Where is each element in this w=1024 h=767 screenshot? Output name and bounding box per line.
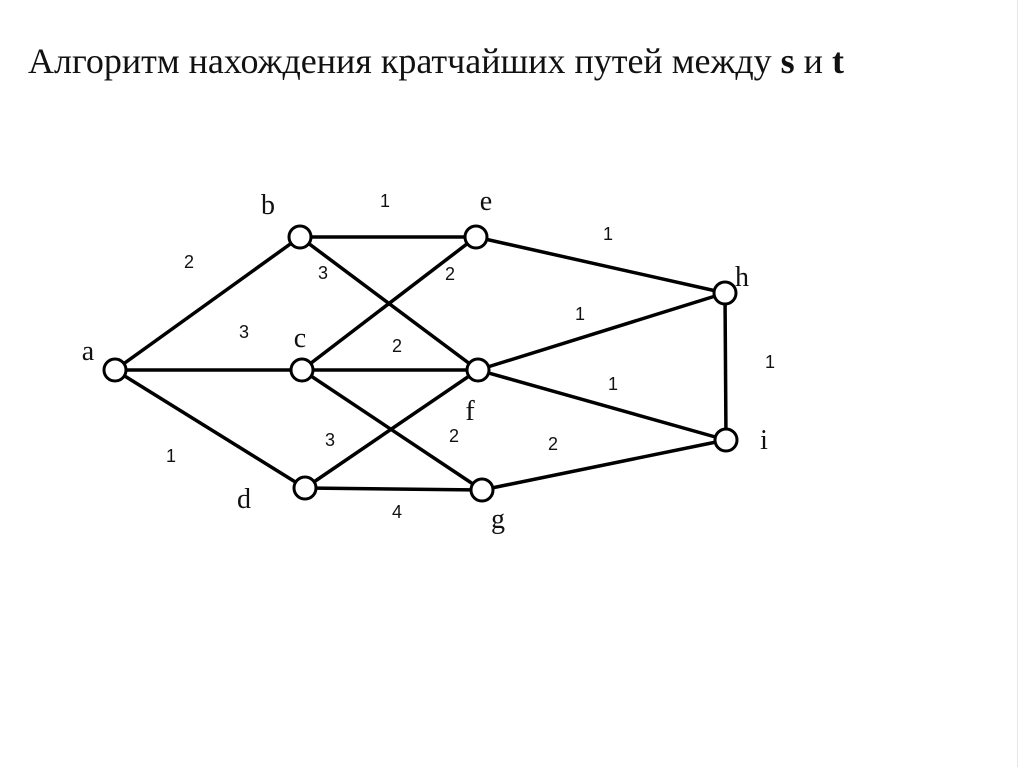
node-c xyxy=(289,357,315,383)
slide-title: Алгоритм нахождения кратчайших путей меж… xyxy=(28,40,844,82)
node-label-e: e xyxy=(480,186,492,217)
edge-weight-c-e: 2 xyxy=(445,264,455,284)
node-g xyxy=(469,477,495,503)
edge-g-i xyxy=(481,438,727,492)
edge-d-f xyxy=(304,368,479,490)
graph-nodes xyxy=(102,224,739,503)
edge-weight-c-g: 2 xyxy=(449,426,459,446)
graph-node-labels: a b c d e f g h i xyxy=(82,186,768,535)
edge-weight-e-h: 1 xyxy=(603,224,613,244)
edge-weight-f-h: 1 xyxy=(575,304,585,324)
edge-weight-b-f: 3 xyxy=(318,263,328,283)
edge-weight-h-i: 1 xyxy=(765,352,775,372)
node-a xyxy=(102,357,128,383)
title-text: Алгоритм нахождения кратчайших путей меж… xyxy=(28,41,772,81)
edge-e-h xyxy=(475,235,726,295)
node-e xyxy=(463,224,489,250)
node-label-a: a xyxy=(82,336,95,367)
edge-weight-c-f: 2 xyxy=(392,336,402,356)
node-label-c: c xyxy=(294,323,306,354)
edge-weight-d-g: 4 xyxy=(392,502,402,522)
node-label-h: h xyxy=(735,262,749,293)
title-s: s xyxy=(780,41,795,81)
node-label-i: i xyxy=(760,425,768,456)
edge-weight-b-e: 1 xyxy=(380,191,390,211)
edge-weight-d-f: 3 xyxy=(325,430,335,450)
node-i xyxy=(713,427,739,453)
edge-weight-f-i: 1 xyxy=(608,374,618,394)
node-label-b: b xyxy=(261,190,275,221)
edge-weight-g-i: 2 xyxy=(548,434,558,454)
graph-edges xyxy=(113,235,728,492)
node-label-f: f xyxy=(465,396,475,427)
edge-h-i xyxy=(723,292,728,441)
slide-border xyxy=(1017,0,1018,767)
graph-edge-weights: 2 3 1 1 3 2 2 2 3 4 1 1 1 2 1 xyxy=(166,191,775,522)
node-label-g: g xyxy=(491,504,505,535)
edge-c-e xyxy=(300,235,478,372)
edge-weight-a-d: 1 xyxy=(166,446,176,466)
title-t: t xyxy=(831,41,844,81)
edge-f-h xyxy=(477,291,726,372)
edge-weight-a-b: 2 xyxy=(184,252,194,272)
node-d xyxy=(292,475,318,501)
edge-a-d xyxy=(114,368,306,490)
node-b xyxy=(287,224,313,250)
node-label-d: d xyxy=(237,484,251,515)
edge-d-g xyxy=(304,486,483,492)
node-h xyxy=(712,280,738,306)
title-conj: и xyxy=(803,41,823,81)
node-f xyxy=(465,357,491,383)
edge-a-b xyxy=(113,235,302,372)
edge-f-i xyxy=(477,368,727,442)
edge-weight-a-c: 3 xyxy=(239,322,249,342)
